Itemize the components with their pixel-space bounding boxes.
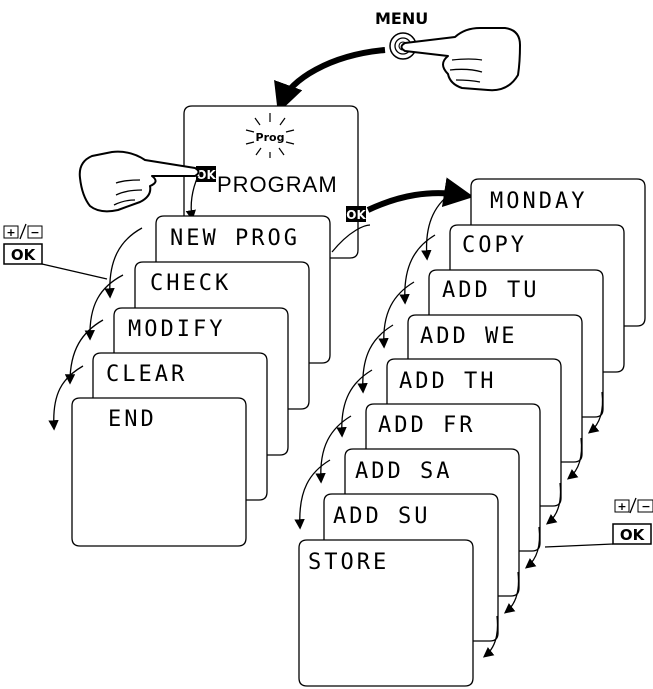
svg-text:+: +	[6, 226, 15, 239]
svg-text:NEW PROG: NEW PROG	[170, 226, 300, 251]
minus-button-left[interactable]: −	[27, 225, 43, 239]
left-menu-stack: NEW PROG CHECK MODIFY CLEAR END	[71, 215, 331, 547]
svg-text:CHECK: CHECK	[150, 271, 231, 296]
svg-text:OK: OK	[346, 208, 366, 222]
left-menu-item[interactable]: END	[71, 397, 247, 547]
pointing-hand-icon-ok	[78, 150, 200, 213]
right-scroll-arrows-right	[482, 391, 604, 658]
right-menu-item[interactable]: STORE	[298, 539, 474, 687]
svg-text:OK: OK	[11, 246, 37, 264]
ok-button-left[interactable]: OK	[3, 243, 43, 265]
right-scroll-arrows-left	[294, 189, 457, 530]
svg-text:−: −	[641, 500, 650, 513]
minus-button-right[interactable]: −	[637, 499, 653, 513]
prog-badge: Prog	[256, 131, 285, 144]
svg-text:CLEAR: CLEAR	[106, 362, 187, 387]
menu-label: MENU	[375, 9, 428, 28]
svg-text:END: END	[108, 407, 157, 432]
svg-text:COPY: COPY	[462, 233, 527, 258]
svg-text:ADD WE: ADD WE	[420, 324, 517, 349]
svg-text:OK: OK	[196, 168, 216, 182]
svg-text:ADD TH: ADD TH	[399, 369, 496, 394]
plus-button-right[interactable]: +	[614, 499, 630, 513]
svg-text:−: −	[30, 226, 39, 239]
svg-text:MONDAY: MONDAY	[490, 189, 587, 214]
svg-text:OK: OK	[620, 526, 646, 544]
plus-button-left[interactable]: +	[3, 225, 19, 239]
ok-button-right[interactable]: OK	[612, 523, 652, 545]
prog-sun-icon	[245, 113, 295, 158]
left-scroll-arrows	[48, 227, 143, 431]
svg-text:MODIFY: MODIFY	[128, 317, 225, 342]
program-title: PROGRAM	[217, 172, 338, 197]
svg-text:STORE: STORE	[308, 550, 389, 575]
ok-button-newprog[interactable]: OK	[346, 206, 366, 222]
right-menu-stack: MONDAY COPY ADD TU ADD WE ADD TH ADD FR …	[298, 178, 646, 687]
svg-text:+: +	[617, 500, 626, 513]
ok-button-program[interactable]: OK	[196, 166, 216, 182]
svg-text:ADD SA: ADD SA	[355, 459, 452, 484]
svg-text:ADD SU: ADD SU	[333, 504, 430, 529]
pointing-hand-icon-menu	[400, 27, 521, 92]
svg-text:ADD FR: ADD FR	[378, 413, 475, 438]
svg-text:ADD TU: ADD TU	[442, 278, 539, 303]
